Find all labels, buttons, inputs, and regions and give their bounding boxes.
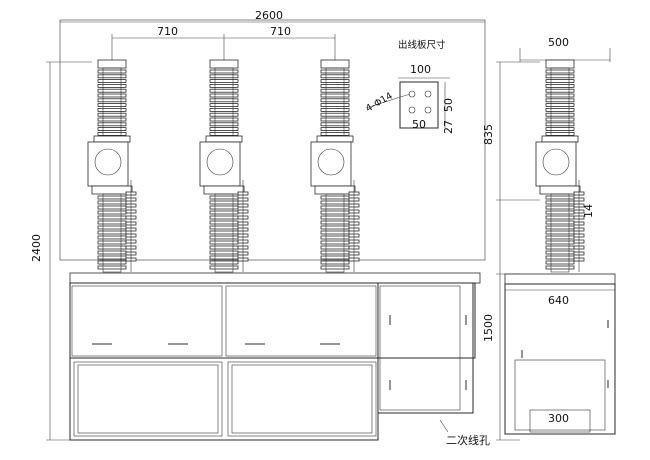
side-view: 500 835 1500 14 640 300 — [482, 36, 616, 441]
terminal-plate-hole-label: 4-Φ14 — [364, 91, 395, 115]
terminal-plate-height-b-label: 27 — [442, 120, 455, 134]
terminal-plate-title: 出线板尺寸 — [398, 39, 446, 51]
terminal-plate-width-label: 100 — [410, 63, 431, 76]
dim-2400-label: 2400 — [30, 234, 43, 262]
side-pole — [535, 59, 585, 273]
dim-710-right-label: 710 — [270, 25, 291, 38]
dim-1500-label: 1500 — [482, 314, 495, 342]
terminal-plate-detail: 出线板尺寸 100 4-Φ14 50 50 27 — [364, 39, 455, 134]
dim-2600-label: 2600 — [255, 9, 283, 22]
cable-hole-label: 二次线孔 — [446, 433, 490, 447]
dim-spacing: 710 710 — [111, 25, 336, 62]
pole-group — [87, 59, 360, 273]
dim-500-label: 500 — [548, 36, 569, 49]
terminal-plate-height-a-label: 50 — [442, 98, 455, 112]
outline-frame — [59, 19, 486, 261]
dim-total-width: 2600 — [60, 9, 485, 23]
dim-835-label: 835 — [482, 124, 495, 145]
dim-total-height: 2400 — [30, 61, 92, 441]
cable-hole-callout: 二次线孔 — [439, 419, 490, 447]
base-plate — [69, 272, 481, 284]
dim-640-label: 640 — [548, 294, 569, 307]
dim-710-left-label: 710 — [157, 25, 178, 38]
dim-300-label: 300 — [548, 412, 569, 425]
front-cabinet — [69, 282, 476, 441]
dim-14-label: 14 — [582, 204, 595, 218]
terminal-plate-width-b-label: 50 — [412, 118, 426, 131]
